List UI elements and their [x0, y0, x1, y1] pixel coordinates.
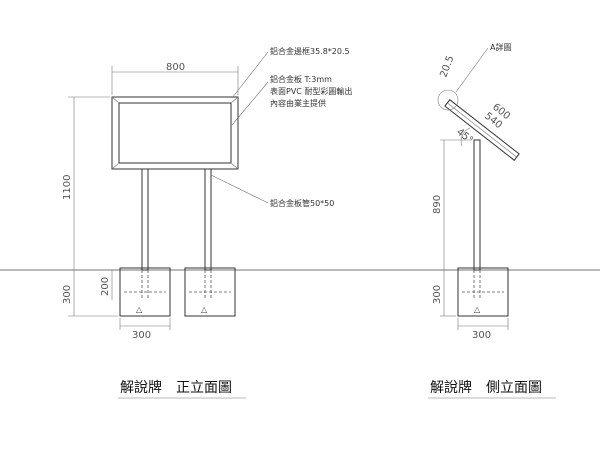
side-post	[473, 139, 481, 271]
dim-side-frame: 20.5	[438, 54, 456, 79]
detail-a-circle	[437, 89, 459, 111]
dim-side-footing-width: 300	[472, 330, 491, 341]
side-view: A詳圖 △ 20.5 600 540 45° 890 300 300 解說牌 側…	[428, 42, 556, 399]
side-view-title: 解說牌 側立面圖	[430, 379, 542, 396]
tilted-board	[444, 99, 520, 161]
dim-front-height: 1100	[62, 175, 73, 200]
dim-side-footing-depth: 300	[432, 285, 443, 304]
dim-side-angle: 45°	[454, 127, 475, 147]
svg-text:△: △	[201, 305, 208, 314]
dim-front-embed: 200	[100, 277, 111, 296]
sign-panel-inner	[118, 102, 232, 164]
note-post: 鋁合金板管50*50	[270, 198, 334, 208]
note-panel-2: 表面PVC 耐型彩圖輸出	[270, 86, 352, 96]
svg-text:△: △	[136, 305, 143, 314]
post-right	[204, 168, 212, 271]
note-panel-3: 內容由業主提供	[270, 98, 326, 108]
dim-front-width: 800	[166, 62, 185, 73]
detail-a-label: A詳圖	[490, 42, 511, 52]
angle-arc	[460, 127, 471, 147]
dim-front-footing-width: 300	[132, 330, 151, 341]
svg-text:△: △	[474, 305, 481, 314]
note-panel-1: 鋁合金板 T:3mm	[270, 74, 332, 84]
front-view-title: 解說牌 正立面圖	[120, 379, 232, 396]
side-footing	[457, 267, 509, 317]
post-left	[141, 168, 149, 271]
footing-right	[184, 267, 236, 317]
front-view: △ △ 800 1100 300 200 300 鋁合金邊框35.8*20.5 …	[62, 46, 352, 399]
sign-panel-outer	[111, 96, 239, 170]
footing-left	[119, 267, 171, 317]
dim-side-post-height: 890	[432, 195, 443, 214]
dim-front-footing-depth: 300	[62, 285, 73, 304]
note-frame: 鋁合金邊框35.8*20.5	[270, 46, 350, 56]
